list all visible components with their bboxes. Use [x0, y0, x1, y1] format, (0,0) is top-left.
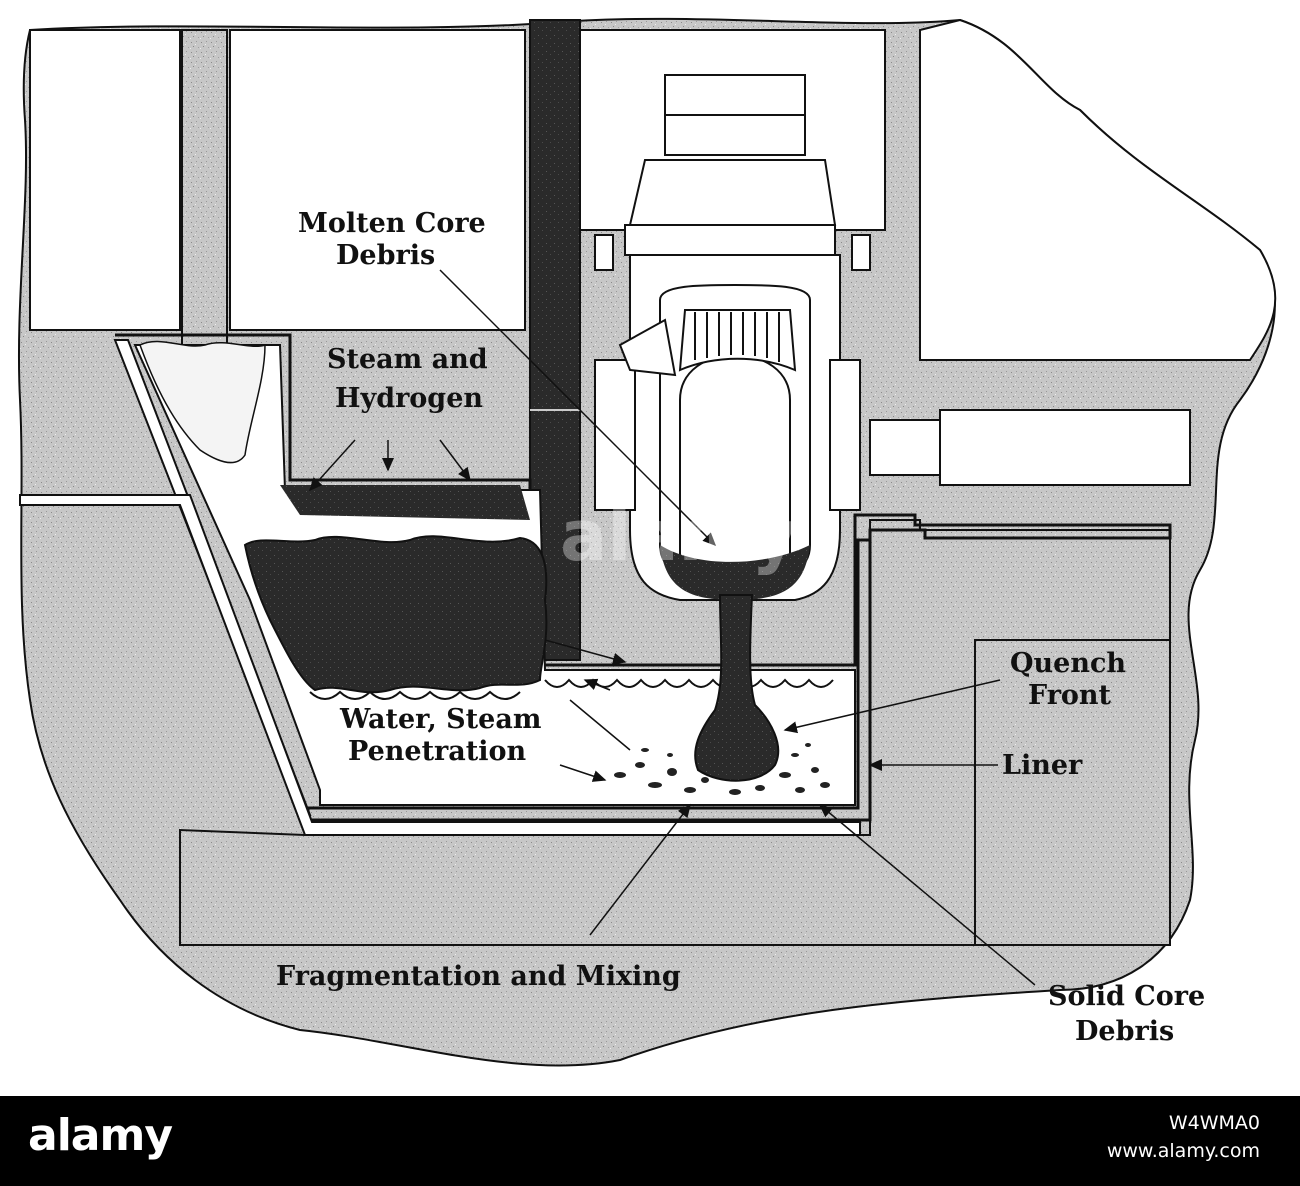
reactor-cavity-diagram: alamy Molten Core Debris Steam and Hydro… [18, 17, 1277, 1067]
vessel-shield-left [594, 359, 636, 511]
label-liner: Liner [1002, 750, 1083, 781]
drain-pipe [181, 29, 228, 356]
alamy-logo: alamy [28, 1110, 173, 1161]
leader-lines [308, 269, 1036, 986]
vessel-head [628, 159, 837, 226]
molten-pool-in-vessel [660, 545, 810, 600]
upper-left-room [29, 29, 181, 331]
fuel-rod-lines [694, 312, 780, 362]
vessel-shield-right [829, 359, 861, 511]
label-water-steam-penetration: Water, Steam Penetration [339, 704, 551, 767]
vessel-flange [624, 224, 836, 256]
alamy-site-url: www.alamy.com [1106, 1140, 1260, 1162]
label-molten-core-debris: Molten Core Debris [298, 208, 495, 271]
label-quench-front: Quench Front [1010, 648, 1135, 711]
label-solid-core-debris: Solid Core Debris [1048, 981, 1215, 1047]
stud-left [594, 234, 614, 271]
debris-fragments [614, 743, 830, 795]
label-fragmentation-and-mixing: Fragmentation and Mixing [276, 961, 681, 992]
dark-debris-upper [280, 485, 530, 520]
nozzle [618, 318, 677, 377]
lower-right-block [974, 639, 1171, 946]
side-penetration-outer [939, 409, 1191, 486]
right-liner-step [179, 519, 1171, 946]
upper-center-room [229, 29, 526, 331]
alamy-watermark-overlay: alamy [560, 495, 797, 577]
molten-jet [694, 594, 780, 782]
upper-far-right-room [919, 18, 1277, 361]
molten-debris-pool [243, 535, 548, 694]
label-steam-and-hydrogen: Steam and Hydrogen [327, 344, 497, 414]
steam-cloud [139, 340, 266, 464]
water-surface-left [309, 690, 521, 700]
ramp-outer [19, 494, 861, 836]
image-code: W4WMA0 [1168, 1112, 1260, 1134]
stud-right [851, 234, 871, 271]
watermark-footer: alamy W4WMA0 www.alamy.com [0, 1096, 1300, 1186]
side-penetration [869, 419, 941, 476]
